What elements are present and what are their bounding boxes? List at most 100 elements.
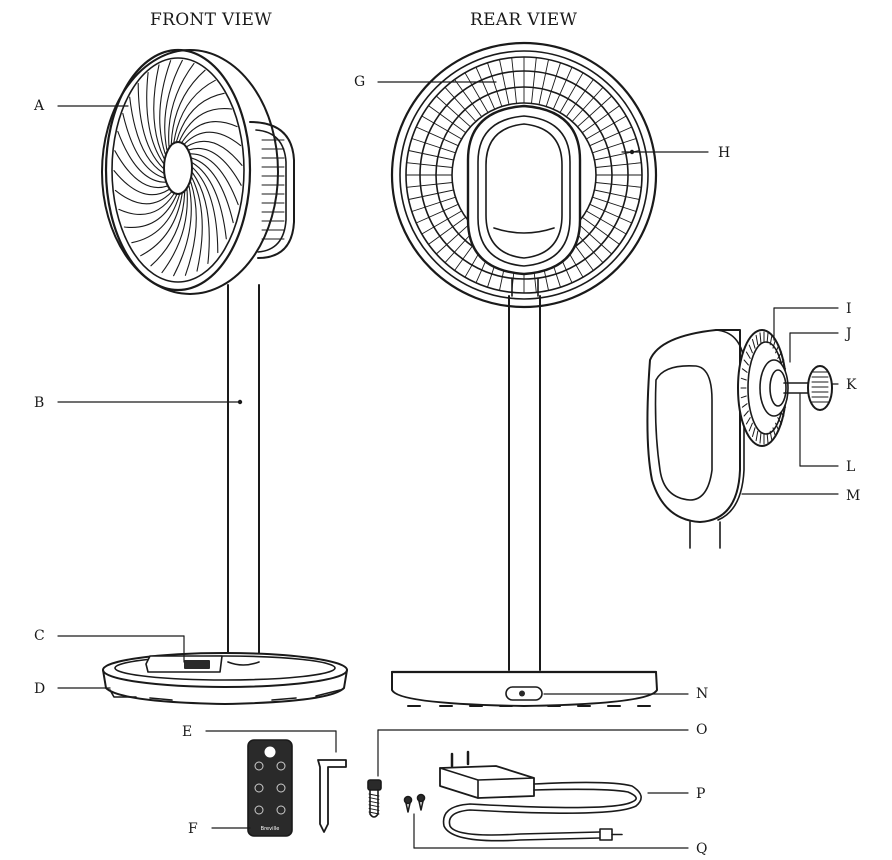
thread-line	[368, 811, 380, 815]
grille-spoke	[406, 182, 453, 188]
grille-spoke	[421, 210, 463, 235]
grille-spoke	[595, 182, 642, 188]
disk-tick	[743, 359, 749, 366]
thread-line	[368, 800, 380, 804]
disk-tick	[740, 377, 747, 381]
grille-spoke	[595, 162, 642, 168]
rear-pole	[508, 295, 541, 671]
grille-rib	[178, 107, 233, 142]
grille-spoke	[577, 95, 613, 128]
grille-spoke	[428, 216, 467, 245]
label-d: D	[34, 681, 46, 697]
grille-rib	[173, 79, 216, 143]
disk-tick	[748, 344, 753, 354]
front-pole	[227, 284, 260, 663]
label-e: E	[182, 724, 193, 740]
rear-fan-head	[390, 41, 658, 309]
disk-tick	[769, 430, 773, 442]
grille-rib	[173, 185, 192, 277]
grille-spoke	[559, 72, 584, 114]
front-fan-head	[101, 48, 295, 295]
grille-spoke	[592, 138, 637, 154]
leader-lines	[57, 81, 839, 849]
grille-rib	[192, 162, 227, 240]
disk-tick	[775, 422, 780, 432]
grille-spoke	[565, 79, 594, 118]
label-j: J	[846, 326, 852, 342]
grille-rib	[150, 191, 186, 267]
grille-rib	[170, 69, 206, 145]
housing-grille	[261, 139, 285, 240]
small-screws	[403, 793, 426, 813]
grille-rib	[186, 140, 243, 166]
disk-tick	[777, 351, 783, 359]
grille-spoke	[589, 126, 633, 147]
screw-thread	[368, 793, 380, 815]
grille-spoke	[538, 59, 549, 106]
grille-rib	[137, 82, 164, 169]
disk-tick	[740, 395, 747, 399]
grille-rib	[123, 194, 178, 229]
grille-spoke	[408, 189, 455, 200]
grille-spoke	[475, 66, 496, 110]
label-h: H	[718, 145, 731, 161]
grille-rib	[168, 62, 195, 148]
thread-line	[368, 804, 380, 808]
disk-tick	[775, 344, 780, 354]
disk-tick	[772, 339, 776, 349]
grille-rib	[184, 181, 197, 276]
grille-spoke	[428, 105, 467, 134]
grille-spoke	[552, 66, 573, 110]
grille-rib	[153, 64, 165, 159]
disk-tick	[759, 332, 762, 344]
disk-tick	[766, 432, 769, 444]
grille-spoke	[531, 57, 537, 104]
disk-tick	[741, 403, 748, 408]
knob-ridges	[811, 371, 829, 403]
label-f: F	[188, 821, 198, 837]
stand-screw	[367, 779, 382, 818]
rear-base	[390, 670, 658, 707]
grille-rib	[188, 148, 242, 186]
disk-tick	[766, 332, 769, 344]
grille-spoke	[435, 95, 471, 128]
label-b: B	[34, 395, 45, 411]
grille-rib	[113, 170, 170, 196]
disk-tick	[752, 427, 756, 437]
grille-spoke	[411, 138, 456, 154]
grille-spoke	[592, 196, 637, 212]
label-l: L	[846, 459, 856, 475]
remote-control: Breville	[247, 739, 293, 837]
grille-rib	[192, 172, 210, 265]
grille-rib	[118, 193, 175, 216]
label-a: A	[34, 98, 45, 114]
grille-rib	[184, 131, 242, 147]
grille-rib	[129, 96, 164, 174]
grille-spoke	[581, 216, 620, 245]
grille-spoke	[415, 203, 459, 224]
grille-spoke	[545, 62, 561, 107]
grille-spoke	[585, 210, 627, 235]
disk-tick	[755, 430, 759, 442]
allen-key	[317, 759, 347, 833]
front-base	[102, 652, 348, 705]
disk-tick	[741, 368, 748, 373]
grille-rib	[161, 188, 188, 274]
thread-line	[368, 797, 380, 801]
grille-rib	[181, 120, 238, 143]
label-i: I	[846, 301, 852, 317]
grille-spoke	[593, 189, 640, 200]
rear-grille-spokes	[405, 56, 643, 294]
grille-rib	[117, 130, 166, 183]
grille-rib	[146, 71, 164, 164]
grille-rib	[114, 189, 172, 205]
grille-rib	[176, 92, 225, 142]
grille-spoke	[444, 86, 477, 122]
grille-spoke	[411, 196, 456, 212]
label-q: Q	[696, 841, 708, 857]
grille-spoke	[581, 105, 620, 134]
power-adapter	[439, 750, 642, 842]
label-n: N	[696, 686, 709, 702]
disk-tick	[777, 417, 783, 425]
